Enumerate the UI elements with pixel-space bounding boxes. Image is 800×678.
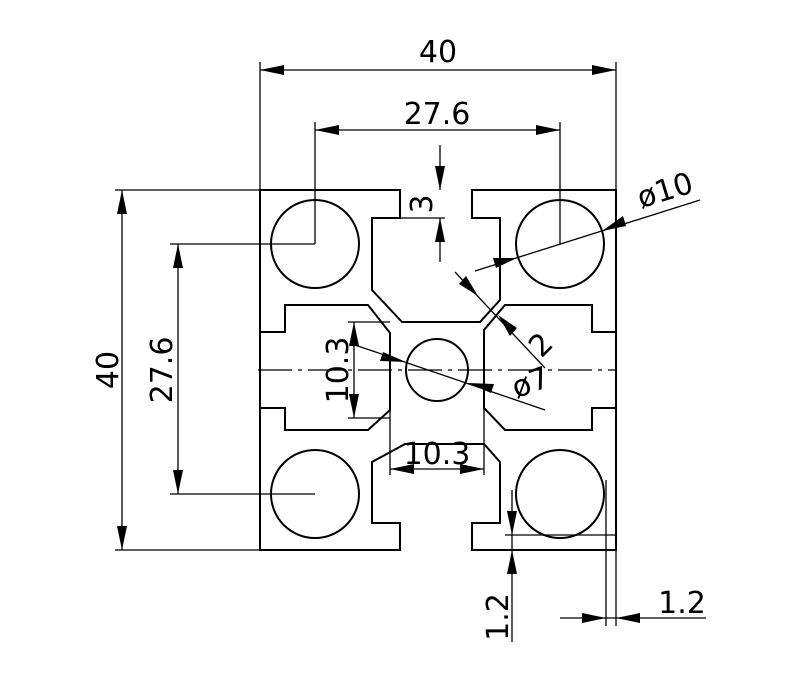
dim-overall-width: 40: [259, 35, 617, 190]
dim-core-height: 10.3: [321, 321, 390, 419]
dim-label-overall-width: 40: [419, 35, 457, 70]
dim-label-corner-hole-diameter: ø10: [633, 166, 697, 216]
dim-label-hole-spacing-horizontal: 27.6: [404, 97, 471, 132]
dim-hole-spacing-horizontal: 27.6: [314, 97, 561, 244]
dim-label-slot-depth: 3: [405, 194, 440, 213]
dim-wall-thickness-bottom: 1.2: [481, 490, 616, 642]
dim-wall-thickness-right: 1.2: [560, 480, 706, 626]
dim-label-core-width: 10.3: [404, 437, 471, 472]
dim-overall-height: 40: [91, 189, 260, 551]
dim-center-bore-diameter: ø7: [354, 344, 554, 411]
dim-chamfer: 2: [454, 271, 560, 369]
dim-label-overall-height: 40: [91, 351, 126, 389]
dim-core-width: 10.3: [389, 408, 485, 475]
dim-label-wall-thickness-right: 1.2: [658, 586, 706, 621]
dim-label-core-height: 10.3: [321, 337, 356, 404]
dim-label-wall-thickness-bottom: 1.2: [481, 593, 516, 641]
corner-hole-bottom-right: [515, 449, 605, 539]
dim-corner-hole-diameter: ø10: [474, 166, 701, 272]
dim-hole-spacing-vertical: 27.6: [145, 243, 315, 495]
dim-label-chamfer: 2: [522, 326, 560, 364]
dim-label-hole-spacing-vertical: 27.6: [145, 337, 180, 404]
dim-slot-depth: 3: [400, 145, 445, 262]
